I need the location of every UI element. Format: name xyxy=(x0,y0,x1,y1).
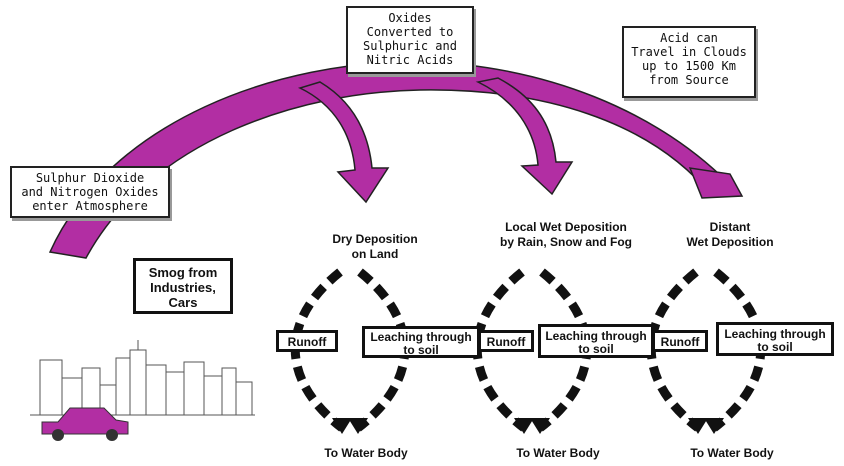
runoff-flow-3-head xyxy=(688,418,708,434)
runoff-tag-2: Runoff xyxy=(478,330,534,352)
water-body-label-2: To Water Body xyxy=(516,446,600,460)
city-skyline xyxy=(30,340,255,416)
leaching-tag-2: Leaching through to soil xyxy=(538,324,654,358)
water-body-label-1: To Water Body xyxy=(324,446,408,460)
leaching-flow-2-head xyxy=(530,418,550,434)
sulphur-dioxide-note: Sulphur Dioxide and Nitrogen Oxides ente… xyxy=(10,166,170,218)
runoff-tag-1: Runoff xyxy=(276,330,338,352)
oxides-converted-note: Oxides Converted to Sulphuric and Nitric… xyxy=(346,6,474,74)
distant-wet-arrow xyxy=(688,167,744,199)
dry-deposition-arrow xyxy=(297,81,390,204)
car-icon xyxy=(41,407,129,441)
leaching-tag-1: Leaching through to soil xyxy=(362,326,480,358)
distant-wet-deposition-title: Distant Wet Deposition xyxy=(686,220,774,249)
runoff-flow-2-head xyxy=(514,418,534,434)
runoff-flow-1-head xyxy=(332,418,352,434)
dry-deposition-title: Dry Deposition on Land xyxy=(332,232,418,261)
leaching-flow-3-head xyxy=(704,418,724,434)
leaching-flow-1-head xyxy=(348,418,368,434)
smog-label: Smog from Industries, Cars xyxy=(133,258,233,314)
water-body-label-3: To Water Body xyxy=(690,446,774,460)
acid-travel-note: Acid can Travel in Clouds up to 1500 Km … xyxy=(622,26,756,98)
local-wet-arrow xyxy=(475,77,574,196)
runoff-tag-3: Runoff xyxy=(652,330,708,352)
leaching-tag-3: Leaching through to soil xyxy=(716,322,834,356)
local-wet-deposition-title: Local Wet Deposition by Rain, Snow and F… xyxy=(500,220,632,249)
